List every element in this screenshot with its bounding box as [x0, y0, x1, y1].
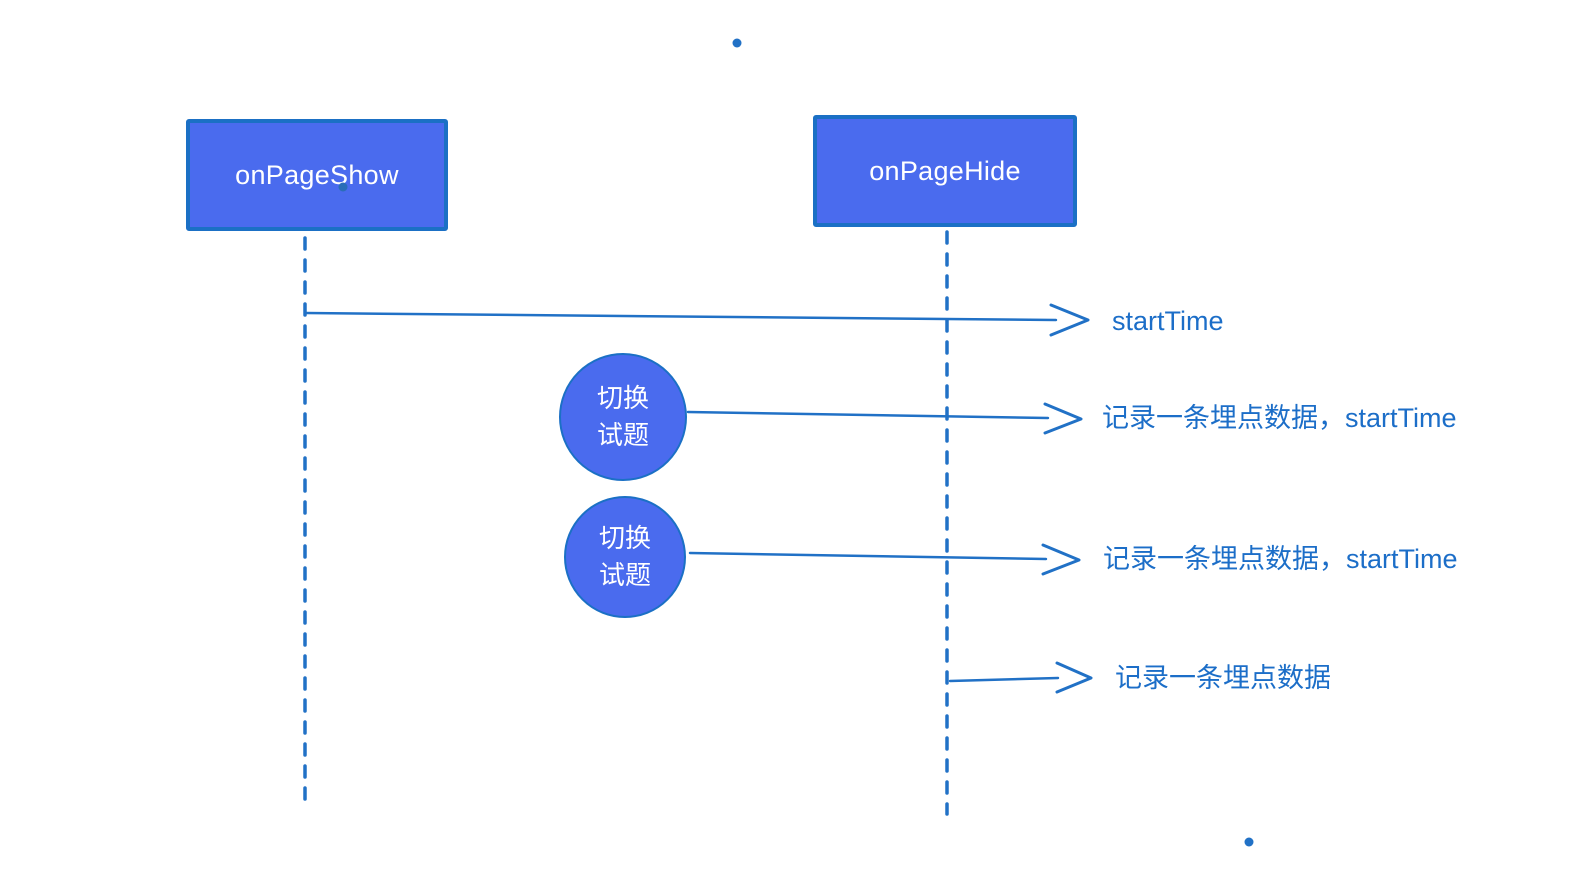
actor-label-onpageshow: onPageShow: [235, 159, 399, 190]
event-circle-line1: 切换: [596, 383, 649, 413]
ink-dot-top: [732, 38, 742, 48]
arrow-record-data: [948, 661, 1093, 694]
actor-box-onpagehide: onPageHide: [813, 115, 1077, 227]
event-circle-switch-question-1: 切换 试题: [559, 353, 687, 481]
message-label-record-data: 记录一条埋点数据: [1115, 663, 1331, 693]
actor-box-onpageshow: onPageShow: [186, 119, 448, 231]
ink-dot-bottom: [1244, 837, 1254, 847]
arrow-record-starttime-2: [688, 543, 1081, 576]
arrow-starttime: [304, 303, 1090, 337]
event-circle-line2: 试题: [598, 560, 651, 590]
message-label-record-starttime-1: 记录一条埋点数据，startTime: [1102, 403, 1457, 433]
message-label-starttime: startTime: [1112, 306, 1224, 336]
arrow-record-starttime-1: [686, 402, 1083, 435]
event-circle-line1: 切换: [598, 523, 651, 553]
event-circle-switch-question-2: 切换 试题: [564, 496, 686, 618]
actor-label-onpagehide: onPageHide: [869, 155, 1021, 186]
event-circle-line2: 试题: [596, 420, 649, 450]
message-label-record-starttime-2: 记录一条埋点数据，startTime: [1103, 544, 1458, 574]
